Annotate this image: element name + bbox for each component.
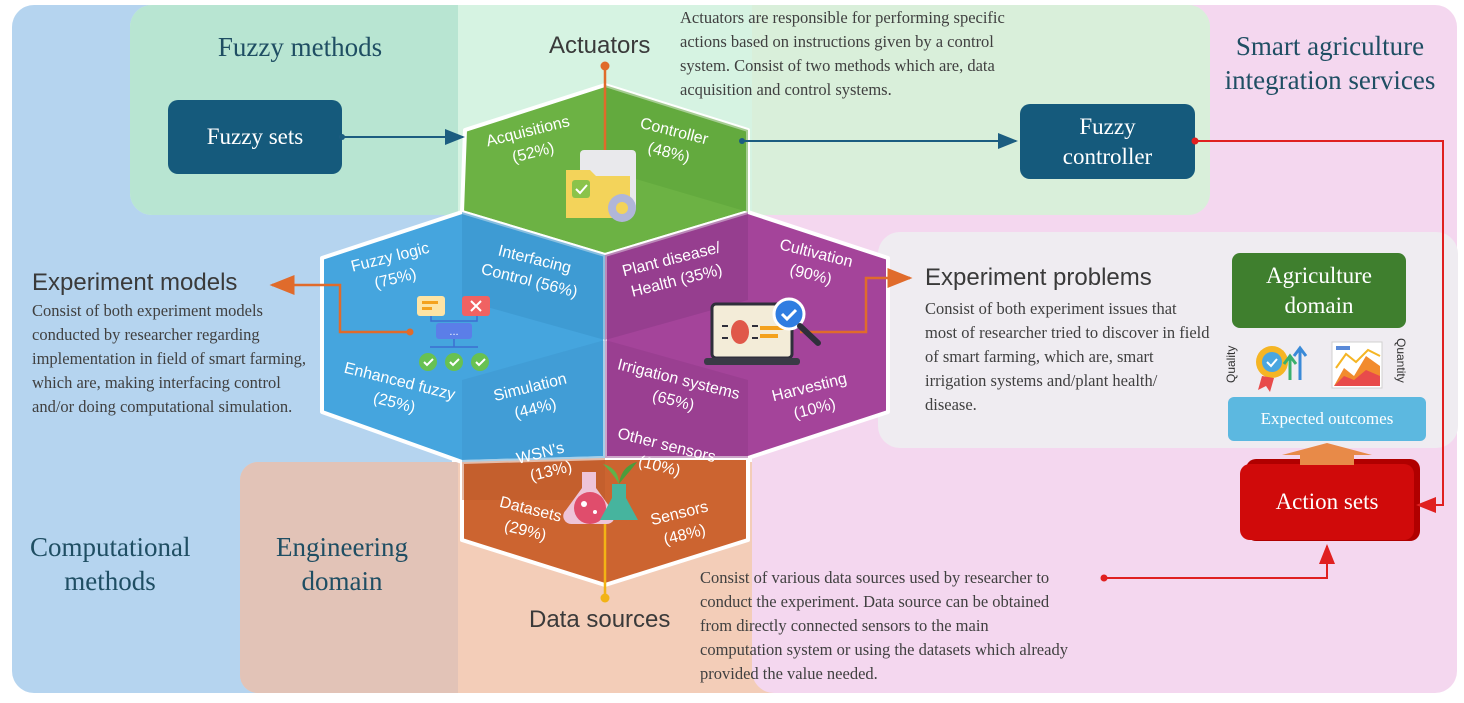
- data-sources-text: Consist of various data sources used by …: [700, 568, 1068, 683]
- controller-to-action-dot: [1191, 137, 1199, 145]
- actuators-text: Actuators are responsible for performing…: [680, 8, 1005, 99]
- flowchart-dots: ...: [449, 326, 458, 338]
- laptop-bug-icon: [704, 297, 821, 365]
- action-sets-box: Action sets: [1240, 464, 1414, 540]
- outcome-up-arrow: [1282, 443, 1372, 465]
- flask-plant-icon: [563, 462, 638, 525]
- engineering-domain-title: Engineering domain: [276, 532, 408, 596]
- fuzzy-sets-box: Fuzzy sets: [168, 100, 342, 174]
- experiment-problems-title: Experiment problems: [925, 264, 1152, 291]
- actuators-shade: [605, 85, 748, 212]
- fuzzy-methods-title: Fuzzy methods: [217, 32, 383, 62]
- flowchart-icon: ...: [417, 296, 490, 371]
- controller-to-action-line: [1195, 140, 1444, 513]
- experiment-models-text: Consist of both experiment models conduc…: [32, 301, 307, 416]
- data-shade: [462, 458, 605, 500]
- agriculture-domain-box: Agriculture domain: [1232, 253, 1406, 328]
- models-shade-2: [462, 340, 605, 462]
- folder-gear-icon: [566, 150, 636, 222]
- expected-outcomes-box: Expected outcomes: [1228, 397, 1426, 441]
- controller-dot: [739, 138, 745, 144]
- problems-shade-2: [605, 340, 748, 458]
- experiment-problems-pointer: [800, 268, 913, 334]
- expected-outcomes-label: Expected outcomes: [1260, 409, 1394, 428]
- bar-chart-icon: [1331, 341, 1383, 389]
- actuators-pointer-dot: [600, 61, 610, 71]
- fuzzy-controller-box: Fuzzy controller: [1020, 104, 1195, 179]
- models-shade: [462, 212, 605, 340]
- computational-methods-title: Computational methods: [30, 532, 191, 596]
- data-sources-dot: [600, 593, 610, 603]
- data-to-action-dot: [1100, 574, 1108, 582]
- fuzzy-sets-dot: [339, 134, 345, 140]
- smart-agriculture-title: Smart agriculture integration services: [1224, 31, 1436, 95]
- engineering-domain-darker: [240, 462, 458, 693]
- data-sources-title: Data sources: [529, 606, 671, 633]
- experiment-models-pointer: [269, 275, 410, 334]
- experiment-models-dot: [406, 328, 414, 336]
- agriculture-domain-label: Agriculture domain: [1265, 262, 1372, 318]
- experiment-models-title: Experiment models: [32, 269, 238, 296]
- experiment-problems-text: Consist of both experiment issues that m…: [925, 299, 1210, 414]
- fuzzy-controller-label: Fuzzy controller: [1062, 113, 1153, 169]
- actuators-title: Actuators: [549, 32, 651, 59]
- data-to-action-line: [1104, 544, 1335, 579]
- award-icon: [1256, 345, 1308, 392]
- action-sets-label: Action sets: [1275, 489, 1379, 514]
- fuzzy-sets-label: Fuzzy sets: [206, 124, 304, 149]
